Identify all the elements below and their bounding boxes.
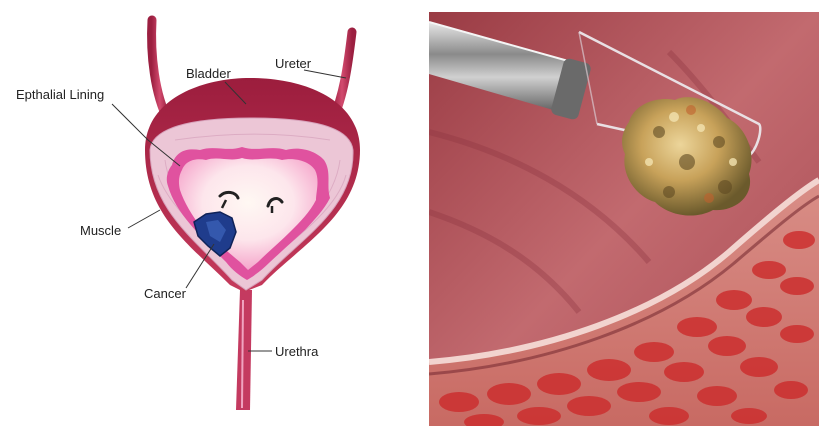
leader-ureter xyxy=(304,70,346,78)
bladder-anatomy-diagram: Bladder Ureter Epthalial Lining Muscle C… xyxy=(0,0,422,426)
tumor-resection-illustration xyxy=(429,12,819,426)
label-ureter: Ureter xyxy=(275,56,312,71)
label-cancer: Cancer xyxy=(144,286,187,301)
label-urethra: Urethra xyxy=(275,344,319,359)
leader-muscle xyxy=(128,210,160,228)
urethra-tube xyxy=(236,290,252,410)
label-epithelial-lining: Epthalial Lining xyxy=(16,87,104,102)
label-muscle: Muscle xyxy=(80,223,121,238)
label-bladder: Bladder xyxy=(186,66,231,81)
